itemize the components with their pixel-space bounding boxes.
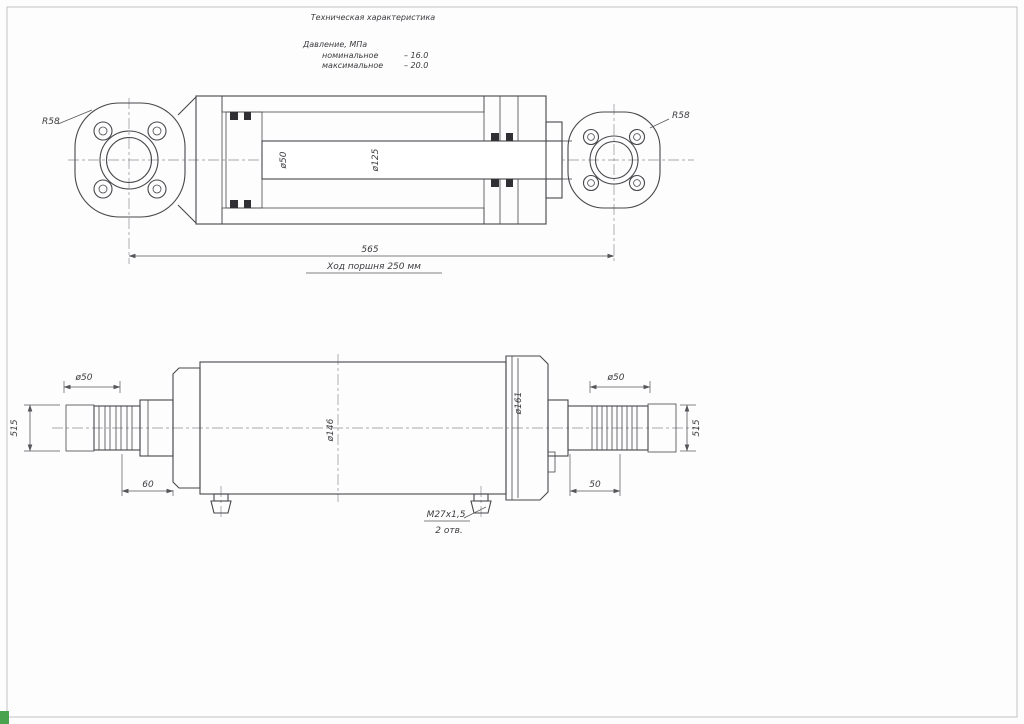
tube-wall-bottom bbox=[221, 207, 485, 225]
piston-seal bbox=[230, 200, 238, 208]
gland-top bbox=[483, 95, 547, 142]
port-head bbox=[470, 500, 492, 514]
length-50-label: 50 bbox=[589, 480, 601, 490]
rod-seal bbox=[491, 133, 499, 141]
rear-head bbox=[505, 355, 549, 501]
body-dia-label: ø146 bbox=[326, 418, 336, 442]
rod-dia-right-label: ø50 bbox=[607, 373, 625, 383]
section-view: R58 ø50 bbox=[42, 95, 694, 274]
cylinder-section: ø50 ø125 bbox=[195, 95, 563, 225]
left-flange bbox=[74, 102, 186, 218]
bore-diameter-label: ø125 bbox=[371, 148, 381, 172]
port-thread-label: M27x1,5 bbox=[427, 510, 466, 520]
left-center-hole-chamfer bbox=[105, 136, 153, 184]
radius-label-right: R58 bbox=[672, 111, 690, 121]
pressure-nominal-value: – 16.0 bbox=[404, 51, 428, 60]
piston-rod bbox=[261, 140, 563, 180]
piston-seal bbox=[244, 200, 251, 208]
right-radius-leader bbox=[649, 118, 670, 129]
end-height-right-label: 515 bbox=[692, 419, 702, 436]
left-center-hole bbox=[99, 130, 159, 190]
right-flange bbox=[567, 111, 661, 209]
left-neck bbox=[177, 96, 197, 224]
side-dimensions: ø50 ø50 515 515 60 bbox=[10, 373, 702, 496]
rear-head-boss bbox=[547, 451, 556, 473]
left-eye: R58 bbox=[42, 96, 197, 224]
right-center-hole-chamfer bbox=[594, 140, 634, 180]
piston-seal bbox=[230, 112, 238, 120]
right-end-cap bbox=[647, 403, 677, 453]
rod-seal bbox=[491, 179, 499, 187]
tube-wall-top bbox=[221, 95, 485, 113]
pressure-nominal-label: номинальное bbox=[322, 51, 378, 60]
right-rod-end bbox=[547, 399, 677, 457]
cylinder-body-outside: ø146 ø161 bbox=[172, 355, 556, 501]
overall-length-label: 565 bbox=[361, 245, 378, 255]
piston-seal bbox=[244, 112, 251, 120]
right-eye: R58 bbox=[562, 111, 690, 209]
gland-bottom bbox=[483, 178, 547, 225]
length-60-label: 60 bbox=[142, 480, 154, 490]
spec-title: Техническая характеристика bbox=[311, 13, 436, 22]
pressure-label: Давление, МПа bbox=[302, 40, 367, 49]
port-head bbox=[210, 500, 232, 514]
side-view: ø146 ø161 M27x1,5 bbox=[10, 354, 702, 536]
port-leader bbox=[463, 506, 487, 519]
rod-seal bbox=[506, 179, 513, 187]
sheet-border bbox=[6, 6, 1018, 718]
left-rod-end bbox=[65, 399, 174, 457]
left-radius-leader bbox=[57, 109, 93, 125]
rod-seal bbox=[506, 133, 513, 141]
stroke-label: Ход поршня 250 мм bbox=[326, 262, 421, 272]
oil-ports: M27x1,5 2 отв. bbox=[210, 493, 492, 536]
section-dimensions: 565 Ход поршня 250 мм bbox=[128, 245, 615, 274]
port-count-label: 2 отв. bbox=[435, 526, 463, 536]
rod-dia-left-label: ø50 bbox=[75, 373, 93, 383]
rear-cap-section bbox=[195, 95, 223, 225]
spec-block: Техническая характеристика Давление, МПа… bbox=[302, 13, 435, 70]
right-center-hole bbox=[589, 135, 639, 185]
radius-label-left: R58 bbox=[42, 117, 60, 127]
gland-collar bbox=[545, 121, 563, 199]
head-dia-label: ø161 bbox=[514, 392, 524, 416]
end-height-left-label: 515 bbox=[10, 419, 20, 436]
rod-diameter-label: ø50 bbox=[279, 151, 289, 169]
pressure-max-value: – 20.0 bbox=[404, 61, 428, 70]
scan-artifact bbox=[0, 711, 9, 724]
pressure-max-label: максимальное bbox=[322, 61, 383, 70]
